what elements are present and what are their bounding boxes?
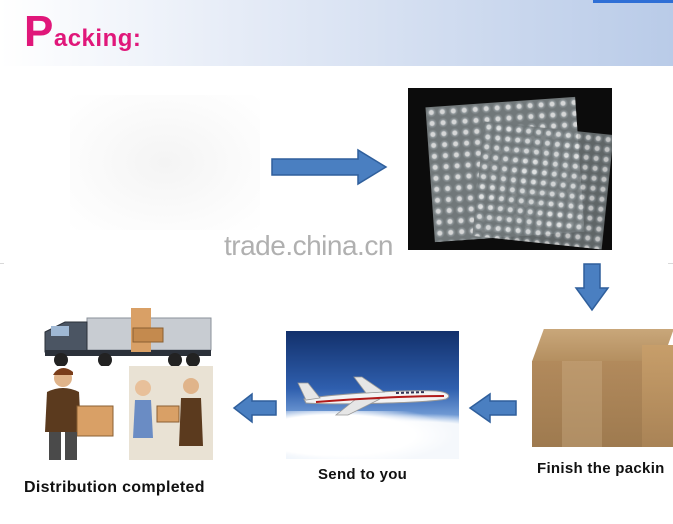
airplane-icon: [297, 376, 450, 416]
divider-right: [668, 263, 673, 264]
distribution-photo: [25, 300, 215, 460]
cloud-layer: [286, 411, 459, 459]
header-accent-line: [593, 0, 673, 3]
step-caption-finish-packing: Finish the packin: [537, 460, 665, 477]
box-tape: [562, 361, 602, 447]
arrow-left-icon: [232, 392, 277, 424]
airplane-photo: [286, 331, 459, 459]
title-initial: P: [24, 7, 54, 56]
arrow-right-icon: [271, 148, 388, 186]
title-rest: acking:: [53, 25, 142, 52]
product-photo-faded: [70, 95, 260, 230]
page-title: Packing:: [24, 10, 141, 54]
delivery-people-icon: [33, 366, 213, 460]
bubble-sheet-front: [472, 121, 612, 250]
header-banner: Packing:: [0, 0, 673, 66]
box-side: [642, 345, 673, 447]
arrow-down-icon: [574, 263, 610, 312]
watermark-label: trade.china.cn: [224, 230, 393, 261]
truck-icon: [44, 308, 212, 367]
step-caption-send-to-you: Send to you: [318, 466, 408, 483]
arrow-left-icon: [468, 392, 517, 424]
step-caption-distribution-completed: Distribution completed: [24, 479, 205, 496]
watermark-text: trade.china.cn: [224, 230, 393, 262]
carton-box-photo: [532, 325, 673, 450]
divider-left: [0, 263, 4, 264]
bubble-wrap-photo: [408, 88, 612, 250]
box-front: [532, 361, 642, 447]
